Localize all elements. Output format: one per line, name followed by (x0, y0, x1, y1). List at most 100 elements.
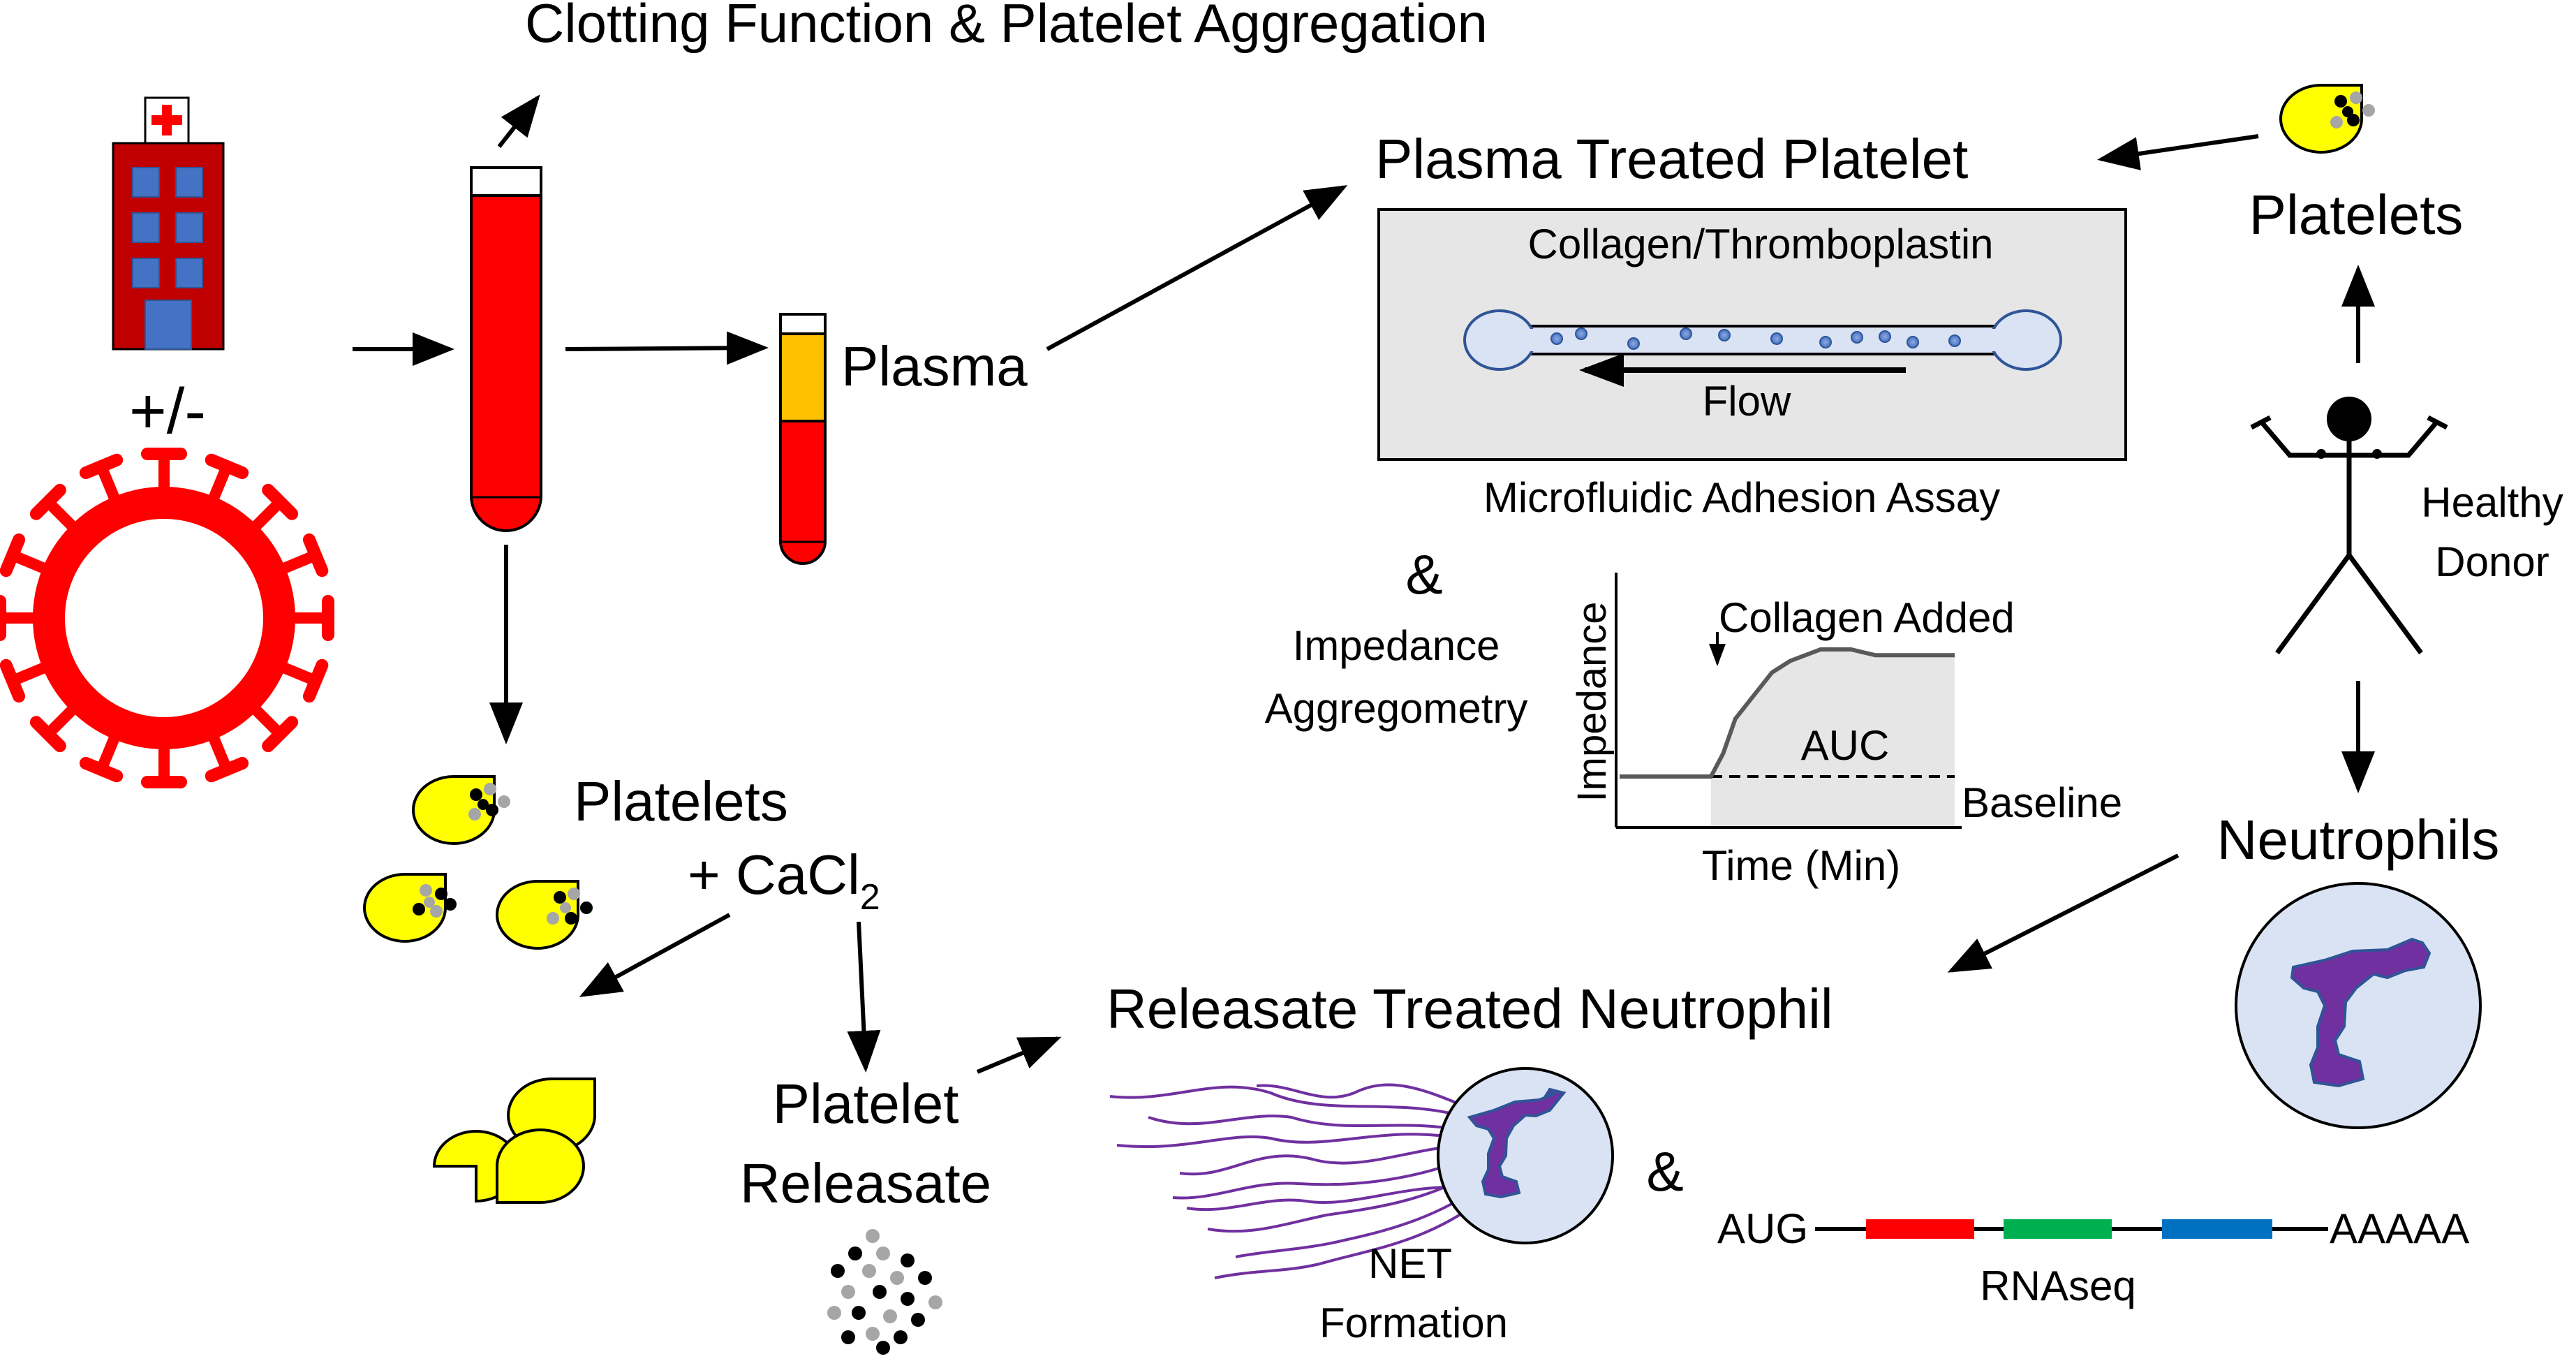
virus-spike-cap (262, 716, 299, 753)
arrow-to-releasate (847, 921, 881, 1073)
granule (918, 1271, 932, 1285)
flow-label: Flow (1703, 378, 1791, 425)
ampersand-aggregometry: & (1405, 543, 1442, 605)
microfluidic-channel (1463, 309, 2062, 371)
platelet-dot (1907, 336, 1919, 348)
granule (876, 1341, 890, 1355)
granule (890, 1271, 904, 1285)
platelet-dot (1770, 332, 1783, 345)
aggregometry-label-line1: Impedance (1293, 622, 1500, 669)
healthy-donor-line1: Healthy (2421, 479, 2563, 526)
granule (862, 1264, 876, 1278)
chip-coating-label: Collagen/Thromboplastin (1527, 221, 1993, 267)
rna-exon-blue (2162, 1219, 2272, 1239)
plus-minus-label: +/- (129, 376, 206, 447)
granule (841, 1330, 855, 1344)
donor-platelets-label: Platelets (2249, 184, 2464, 246)
granule (831, 1264, 845, 1278)
virus-spike-cap (0, 659, 26, 703)
healthy-donor-line2: Donor (2435, 538, 2549, 585)
blood-tube (470, 166, 542, 532)
releasate-treated-title: Releasate Treated Neutrophil (1106, 978, 1833, 1040)
assay-label: Microfluidic Adhesion Assay (1483, 474, 2000, 521)
granule (852, 1306, 866, 1320)
donor-neutrophil (2235, 882, 2482, 1129)
platelet-dot (1948, 334, 1961, 347)
donor-platelet (2279, 84, 2375, 154)
baseline-annotation: Baseline (1962, 779, 2122, 826)
arrow-to-plasma-treated (1046, 185, 1348, 351)
platelet-dot (1627, 337, 1640, 350)
virus-spike-cap (205, 453, 249, 480)
arrow-donor-platelets-to-plasma (2097, 134, 2259, 170)
granule (866, 1229, 880, 1243)
aggregometry-chart: Impedance Time (Min) Collagen Added AUC … (1569, 573, 2122, 889)
net-label-line2: Formation (1319, 1300, 1508, 1346)
granule (928, 1295, 942, 1309)
net-fibers (1109, 1083, 1481, 1279)
virus-icon (0, 448, 334, 788)
plasma-label: Plasma (841, 335, 1028, 397)
granule (827, 1306, 841, 1320)
platelet-dot (1819, 336, 1832, 348)
stick-figure-donor (2250, 397, 2448, 655)
platelet-dot (1680, 328, 1692, 340)
impedance-series-line (1620, 647, 1955, 779)
virus-spike-cap (205, 756, 249, 783)
platelet-dot (1575, 328, 1587, 340)
neutrophil-nucleus (1467, 1087, 1567, 1199)
granule (894, 1330, 908, 1344)
granule (911, 1313, 925, 1327)
granule (876, 1246, 890, 1260)
plasma-tube (779, 313, 827, 565)
cacl2-prefix: + CaCl (688, 844, 860, 906)
virus-spike-cap (262, 483, 299, 520)
virus-spike-cap (29, 716, 66, 753)
virus-spike-cap (29, 483, 66, 520)
patient-platelet-group (363, 775, 593, 950)
platelet-cell (363, 873, 457, 943)
rna-exon-green (2004, 1219, 2112, 1239)
granule (873, 1285, 887, 1299)
rna-end-label: AAAAA (2330, 1205, 2469, 1252)
cacl2-label: + CaCl2 (688, 844, 880, 918)
x-axis-label: Time (Min) (1702, 842, 1900, 889)
hospital-icon (112, 96, 225, 351)
releasate-label-line2: Releasate (740, 1152, 991, 1214)
releasate-label-line1: Platelet (773, 1073, 959, 1135)
virus-spike-cap (79, 453, 124, 480)
patient-platelets-label: Platelets (574, 770, 788, 832)
granule (883, 1309, 897, 1323)
net-label-line1: NET (1368, 1240, 1452, 1287)
rna-exon-red (1866, 1219, 1974, 1239)
neutrophils-label: Neutrophils (2217, 809, 2500, 871)
auc-annotation: AUC (1801, 722, 1890, 769)
ampersand-rnaseq: & (1646, 1140, 1683, 1202)
granule (841, 1285, 855, 1299)
granule (901, 1292, 915, 1306)
aggregometry-label-line2: Aggregometry (1265, 685, 1528, 732)
degranulated-platelet (496, 1128, 585, 1204)
collagen-added-annotation: Collagen Added (1719, 594, 2015, 641)
virus-spike-cap (0, 533, 26, 577)
arrow-neutrophils-to-releasate-treated (1947, 853, 2179, 973)
plasma-treated-title: Plasma Treated Platelet (1375, 128, 1968, 190)
arrow-to-empty-platelets (579, 913, 731, 997)
arrow-to-plasma-tube (565, 331, 769, 365)
degranulated-platelet-group (432, 1077, 597, 1204)
releasate-granules (827, 1229, 942, 1355)
treated-neutrophil (1437, 1067, 1614, 1244)
virus-spike-cap (302, 659, 329, 703)
granule (848, 1246, 862, 1260)
y-axis-label: Impedance (1569, 602, 1615, 802)
granule (901, 1253, 915, 1267)
platelet-cell (496, 880, 593, 950)
platelet-dot (1879, 330, 1891, 343)
granule (866, 1327, 880, 1341)
cacl2-subscript: 2 (860, 877, 880, 918)
platelet-cell (412, 775, 510, 845)
arrow-to-clotting (497, 94, 540, 148)
rna-start-label: AUG (1717, 1205, 1808, 1252)
